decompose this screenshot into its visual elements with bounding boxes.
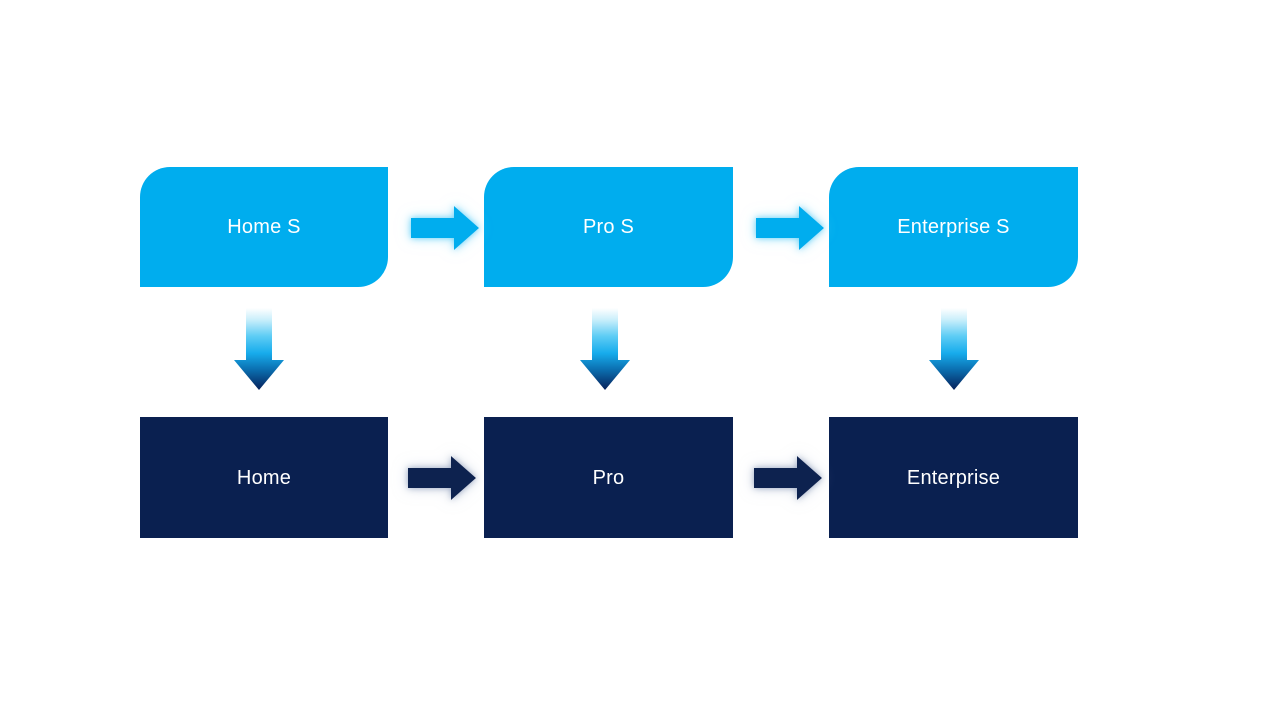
tier-node-enterprise-s[interactable]: Enterprise S [829,167,1078,287]
arrow-down-icon-enterprise-s-to-enterprise [925,308,983,392]
tier-node-pro-s[interactable]: Pro S [484,167,733,287]
tier-node-label: Enterprise [906,466,1001,489]
tier-node-label: Home [236,466,292,489]
arrow-right-icon-home-s-to-pro-s [409,203,483,253]
tier-node-label: Pro S [582,216,635,238]
arrow-right-icon-pro-s-to-enterprise-s [754,203,828,253]
arrow-down-icon-pro-s-to-pro [576,308,634,392]
arrow-right-icon-pro-to-enterprise [752,453,826,503]
arrow-down-icon-home-s-to-home [230,308,288,392]
tier-node-pro[interactable]: Pro [484,417,733,538]
tier-node-label: Enterprise S [897,216,1010,238]
tier-node-label: Pro [592,466,625,489]
tier-node-label: Home S [227,216,301,238]
tier-node-enterprise[interactable]: Enterprise [829,417,1078,538]
tier-node-home[interactable]: Home [140,417,388,538]
tier-node-home-s[interactable]: Home S [140,167,388,287]
arrow-right-icon-home-to-pro [406,453,480,503]
